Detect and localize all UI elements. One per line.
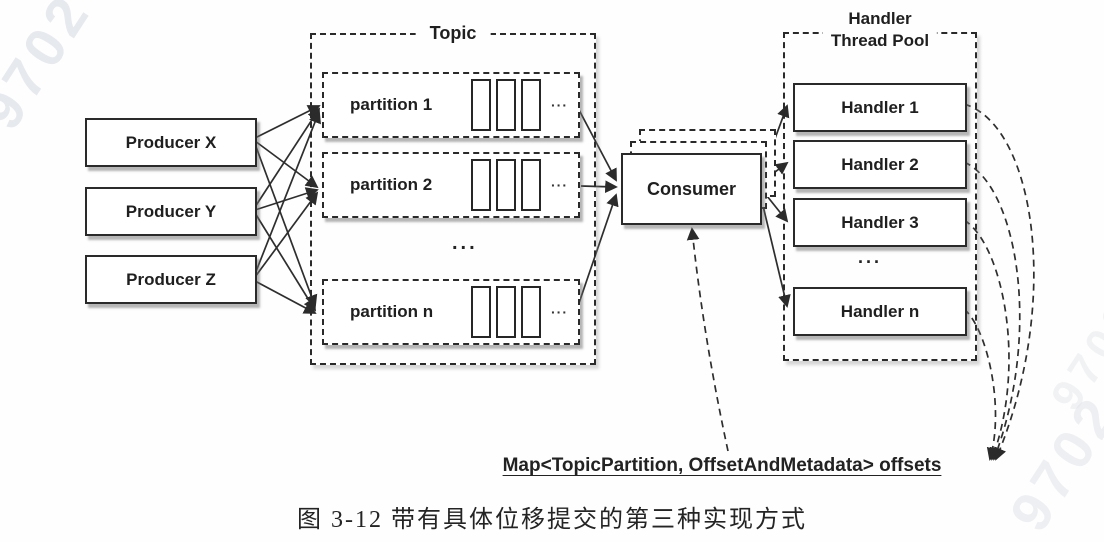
offsets-map-label: Map<TopicPartition, OffsetAndMetadata> o…	[502, 455, 942, 476]
segment-bar	[521, 159, 541, 211]
segment-bar	[496, 159, 516, 211]
segment-bar	[496, 286, 516, 338]
partition-1-segments	[471, 79, 541, 131]
arrow-producer-x-partition-2	[254, 140, 319, 189]
partition-1-box: partition 1 ···	[322, 72, 580, 138]
handler-1-box: Handler 1	[793, 83, 967, 132]
handler-2-box: Handler 2	[793, 140, 967, 189]
segment-bar	[471, 159, 491, 211]
partitions-ellipsis: ...	[452, 232, 478, 254]
pool-title-line-2: Thread Pool	[830, 31, 930, 51]
arrow-producer-z-partition-n	[254, 280, 317, 314]
figure-caption: 图 3-12 带有具体位移提交的第三种实现方式	[297, 507, 807, 533]
arrow-producer-x-partition-n	[254, 143, 318, 308]
partition-2-box: partition 2 ···	[322, 152, 580, 218]
partition-2-segments	[471, 159, 541, 211]
topic-title: Topic	[415, 23, 491, 44]
consumer-label: Consumer	[646, 178, 736, 199]
segment-bar	[471, 79, 491, 131]
producer-y-box: Producer Y	[85, 187, 257, 236]
handler-3-label: Handler 3	[841, 212, 919, 232]
handler-3-box: Handler 3	[793, 198, 967, 247]
handler-thread-pool-title: Handler Thread Pool	[822, 8, 938, 53]
segment-bar	[521, 286, 541, 338]
handler-1-label: Handler 1	[841, 97, 919, 117]
topic-container: Topic partition 1 ··· partition 2 ··· pa…	[310, 23, 596, 365]
handler-2-label: Handler 2	[841, 154, 919, 174]
partition-2-label: partition 2	[350, 175, 433, 194]
partition-n-segments	[471, 286, 541, 338]
producer-z-box: Producer Z	[85, 255, 257, 304]
arrow-producer-y-partition-2	[254, 187, 319, 211]
producer-z-label: Producer Z	[126, 269, 216, 289]
segment-bar	[471, 286, 491, 338]
partition-n-label: partition n	[350, 302, 434, 321]
segment-bar	[496, 79, 516, 131]
consumer-box: Consumer	[621, 153, 762, 225]
arrow-producer-y-partition-n	[254, 212, 317, 312]
handler-n-label: Handler n	[840, 301, 920, 321]
handlers-ellipsis: ...	[858, 247, 883, 267]
partition-n-ellipsis: ···	[551, 304, 568, 320]
segment-bar	[521, 79, 541, 131]
partition-n-box: partition n ···	[322, 279, 580, 345]
producer-x-box: Producer X	[85, 118, 257, 167]
dashed-arrow-offsets-to-consumer	[686, 227, 729, 452]
partition-2-ellipsis: ···	[551, 177, 568, 193]
pool-title-line-1: Handler	[848, 9, 912, 28]
handler-thread-pool-container: Handler Thread Pool	[783, 8, 977, 361]
handler-n-box: Handler n	[793, 287, 967, 336]
arrow-producer-z-partition-2	[254, 191, 319, 278]
partition-1-ellipsis: ···	[551, 97, 568, 113]
producer-x-label: Producer X	[125, 132, 217, 152]
partition-1-label: partition 1	[350, 95, 433, 114]
producer-y-label: Producer Y	[125, 201, 217, 221]
scan-watermark: 9702	[1041, 290, 1104, 420]
